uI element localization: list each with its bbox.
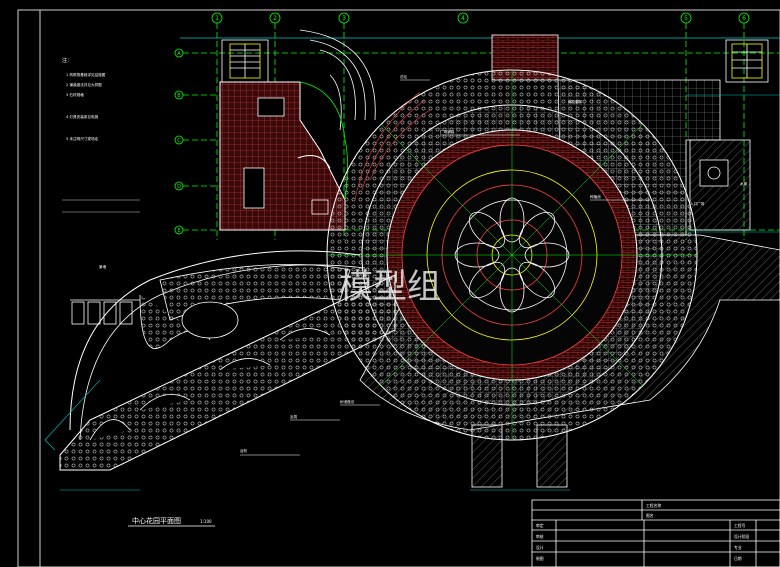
axis-label-3: 3: [342, 15, 346, 22]
axis-left-a: A: [177, 51, 181, 57]
callout-label-3: 台阶: [240, 448, 248, 453]
axis-left-b: B: [177, 93, 181, 99]
axis-label-4: 4: [461, 15, 465, 22]
callout-label-1: 树池做法: [340, 399, 355, 404]
callout-label-4: 广场铺装: [440, 129, 455, 134]
dimension-lines: [44, 379, 570, 491]
note-3: 3 石材规格: [66, 92, 84, 97]
tb-row2-right: 设计阶段: [734, 534, 749, 539]
tb-row1-right: 工程号: [734, 523, 746, 528]
tb-drawing-label: 图名: [646, 513, 654, 518]
callout-label-5: 种植池: [590, 194, 601, 199]
tb-row3-label: 设计: [536, 545, 544, 550]
note-2: 2 铺装做法详见大样图: [66, 82, 102, 87]
grid-lines-right: [686, 94, 780, 233]
callout-leaders: [240, 79, 650, 456]
tb-row1-label: 审定: [536, 523, 544, 528]
callout-label-2: 坐凳: [290, 414, 298, 419]
top-axis-labels: 1 2 3 4 5 6: [215, 15, 746, 22]
callout-label-10: 景墙: [99, 264, 107, 269]
axis-label-5: 5: [684, 15, 688, 22]
plan-title-block: 中心花园平面图 1:100: [128, 516, 215, 527]
callout-label-7: 休息廊架: [568, 99, 583, 104]
axis-left-c: C: [177, 138, 181, 144]
stair-block-left: [221, 39, 269, 83]
axis-label-2: 2: [273, 15, 277, 22]
note-4: 4 灯具安装参见电施: [66, 114, 99, 119]
plaza-steps: [354, 91, 431, 201]
plaza-radials: [327, 70, 697, 440]
notes-extra-lines: [62, 199, 140, 213]
drawing-frame: [17, 9, 780, 567]
callout-label-8: 入口广场: [690, 201, 705, 206]
left-axis-labels: A B C D E: [177, 51, 181, 234]
notes-header: 注：: [62, 57, 72, 64]
plan-title: 中心花园平面图: [132, 516, 181, 525]
axis-label-6: 6: [742, 15, 746, 22]
title-block-text: 工程名称 图名 审定 工程号 审核 设计阶段 设计 专业 制图 日期: [536, 503, 749, 561]
tb-row3-right: 专业: [734, 545, 742, 550]
tb-row4-right: 日期: [734, 556, 742, 561]
note-5: 5 未注明尺寸现场定: [66, 136, 99, 141]
callout-label-9: 水景: [740, 181, 748, 186]
note-1: 1 构筑物基础详见结施图: [66, 72, 106, 77]
tb-project-label: 工程名称: [646, 503, 661, 508]
left-paved-terrace: [219, 81, 346, 231]
tb-row4-label: 制图: [536, 556, 544, 561]
tb-row2-label: 审核: [536, 534, 544, 539]
diagonal-walkway: [59, 250, 396, 471]
callout-labels: 树池做法 坐凳 台阶 广场铺装 种植池 花坛 休息廊架 入口广场 水景 景墙: [99, 74, 748, 453]
stair-block-right: [725, 39, 769, 83]
watermark-text: 模型组: [339, 267, 441, 307]
bench-row: [70, 299, 140, 325]
plan-scale: 1:100: [200, 519, 212, 524]
callout-label-6: 花坛: [400, 74, 408, 79]
title-block: [531, 499, 780, 567]
south-entry-paths: [471, 424, 568, 488]
axis-left-d: D: [177, 184, 181, 190]
axis-left-e: E: [177, 228, 180, 234]
notes-block: 注： 1 构筑物基础详见结施图 2 铺装做法详见大样图 3 石材规格 4 灯具安…: [62, 57, 106, 141]
axis-label-1: 1: [215, 15, 219, 22]
